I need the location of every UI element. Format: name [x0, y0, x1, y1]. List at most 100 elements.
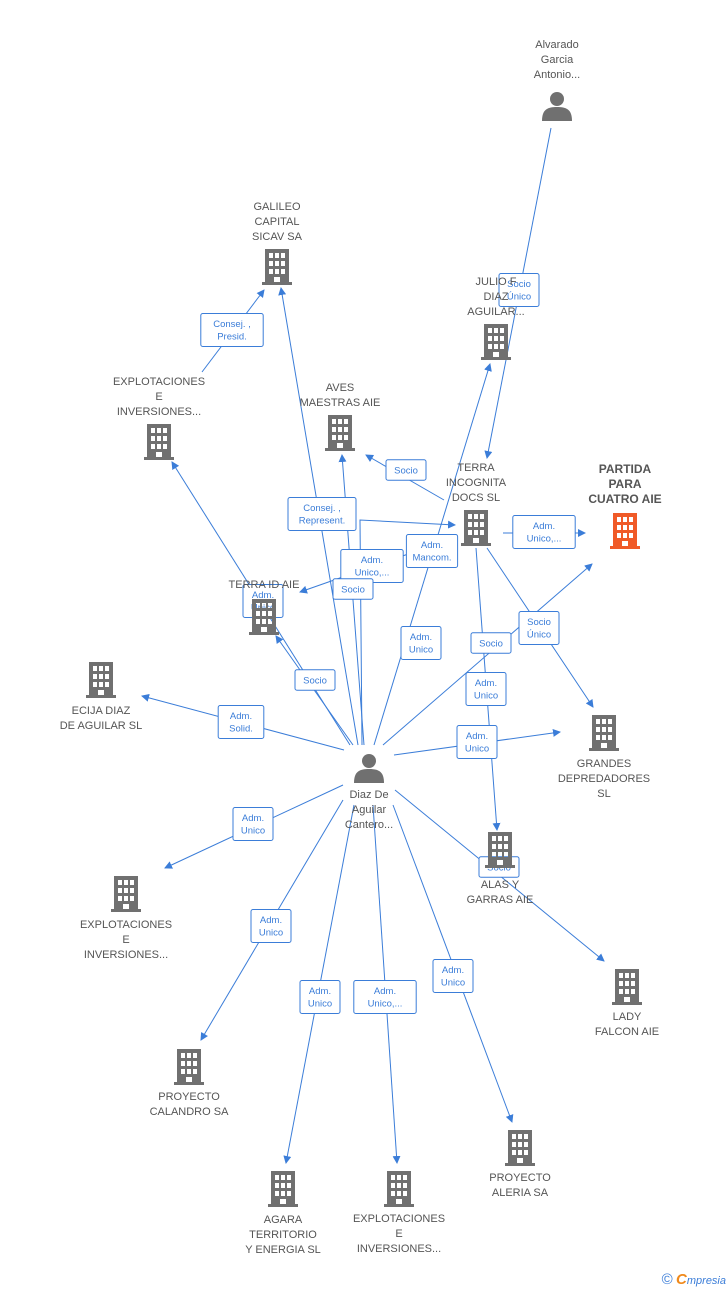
node-expl_top[interactable]: EXPLOTACIONESEINVERSIONES...	[113, 376, 205, 460]
node-label: TERRA	[457, 462, 495, 474]
node-agara[interactable]: AGARA TERRITORIO Y ENERGIA SL	[245, 1171, 321, 1256]
relation-label[interactable]: Adm.Unico	[400, 626, 442, 660]
node-label: JULIO F	[476, 276, 517, 288]
relation-label-text: Adm.	[242, 813, 264, 824]
relation-label-text: Adm.	[260, 915, 282, 926]
relation-label[interactable]: Adm.Unico	[232, 807, 274, 841]
edge-diaz-partida	[382, 563, 593, 746]
edge-diaz-terra_id-a	[359, 519, 456, 746]
relation-label[interactable]: Adm. Unico,...	[340, 549, 404, 583]
relation-label-box	[456, 725, 498, 759]
relation-label-text: Socio	[394, 465, 418, 476]
node-label: AGARA	[264, 1214, 303, 1226]
relation-label-box	[332, 578, 374, 600]
relation-label[interactable]: Socio	[294, 669, 336, 691]
node-terra_id[interactable]: TERRA ID AIE	[229, 579, 300, 635]
node-label: CUATRO AIE	[588, 492, 661, 506]
relation-label[interactable]: Adm.Solid.	[217, 705, 265, 739]
relation-label-text: Unico,...	[355, 568, 390, 579]
relation-label-text: Adm.	[533, 521, 555, 532]
node-label: DOCS SL	[452, 492, 500, 504]
node-alvarado[interactable]: AlvaradoGarciaAntonio...	[534, 39, 580, 121]
relation-label-box	[465, 672, 507, 706]
relation-label[interactable]: Socio	[385, 459, 427, 481]
relation-label-text: Adm.	[421, 540, 443, 551]
relation-label[interactable]: Consej. ,Presid.	[200, 313, 264, 347]
building-icon	[268, 1171, 298, 1207]
node-label: E	[395, 1228, 402, 1240]
relation-label[interactable]: Adm.Unico	[465, 672, 507, 706]
relation-label[interactable]: Adm.Unico	[456, 725, 498, 759]
relation-label[interactable]: Adm.Unico,...	[512, 515, 576, 549]
relation-label[interactable]: Adm.Unico	[250, 909, 292, 943]
building-icon	[505, 1130, 535, 1166]
node-julio[interactable]: JULIO FDIAZAGUILAR...	[467, 276, 525, 360]
node-label: DE AGUILAR SL	[60, 720, 143, 732]
node-label: MAESTRAS AIE	[300, 397, 381, 409]
node-label: LADY	[613, 1011, 642, 1023]
relation-label[interactable]: Adm.Unico	[299, 980, 341, 1014]
node-label: ALERIA SA	[492, 1187, 549, 1199]
building-icon	[481, 324, 511, 360]
node-label: Y ENERGIA SL	[245, 1244, 321, 1256]
relation-label-box	[512, 515, 576, 549]
relation-label-box	[250, 909, 292, 943]
node-label: Aguilar	[352, 804, 387, 816]
node-expl_left[interactable]: EXPLOTACIONESEINVERSIONES...	[80, 876, 172, 961]
relation-label-text: Unico	[474, 691, 498, 702]
relation-label-text: Socio	[303, 675, 327, 686]
relation-label-box	[400, 626, 442, 660]
relation-label[interactable]: Socio	[332, 578, 374, 600]
relation-label-box	[217, 705, 265, 739]
relation-label-box	[432, 959, 474, 993]
relation-label-text: Adm.	[361, 555, 383, 566]
node-label: ALAS Y	[481, 879, 520, 891]
relation-label-text: Único	[527, 630, 551, 641]
node-label: Garcia	[541, 54, 574, 66]
relation-label[interactable]: Adm.Mancom.	[405, 534, 459, 568]
node-label: EXPLOTACIONES	[113, 376, 205, 388]
relation-label-box	[232, 807, 274, 841]
relation-label-box	[498, 273, 540, 307]
node-expl_bottom[interactable]: EXPLOTACIONESEINVERSIONES...	[353, 1171, 445, 1255]
node-label: Diaz De	[349, 789, 388, 801]
relation-label[interactable]: Consej. ,Represent.	[287, 497, 357, 531]
relation-label-text: Consej. ,	[213, 319, 251, 330]
node-label: ECIJA DIAZ	[72, 705, 131, 717]
relation-label-text: Unico	[308, 999, 332, 1010]
node-ecija[interactable]: ECIJA DIAZ DE AGUILAR SL	[60, 662, 143, 732]
node-label: GRANDES	[577, 758, 631, 770]
nodes-layer: AlvaradoGarciaAntonio...GALILEOCAPITALSI…	[60, 39, 662, 1256]
relation-label[interactable]: Adm.Unico,...	[353, 980, 417, 1014]
node-label: TERRITORIO	[249, 1229, 317, 1241]
node-label: CAPITAL	[254, 216, 299, 228]
node-label: PARTIDA	[599, 462, 652, 476]
node-label: PROYECTO	[158, 1091, 220, 1103]
building-icon	[461, 510, 491, 546]
node-label: GALILEO	[253, 201, 301, 213]
relation-label[interactable]: Adm.Unico	[432, 959, 474, 993]
node-label: Cantero...	[345, 819, 393, 831]
node-label: CALANDRO SA	[150, 1106, 230, 1118]
relation-label-text: Socio	[527, 617, 551, 628]
node-label: INVERSIONES...	[117, 406, 201, 418]
node-calandro[interactable]: PROYECTO CALANDRO SA	[150, 1049, 230, 1118]
relation-label-text: Unico	[465, 744, 489, 755]
node-diaz[interactable]: Diaz De AguilarCantero...	[345, 754, 393, 831]
node-label: EXPLOTACIONES	[353, 1213, 445, 1225]
building-icon	[612, 969, 642, 1005]
relation-label[interactable]: Socio	[470, 632, 512, 654]
relation-label-box	[353, 980, 417, 1014]
brand-logo-text: mpresia	[686, 1275, 726, 1287]
